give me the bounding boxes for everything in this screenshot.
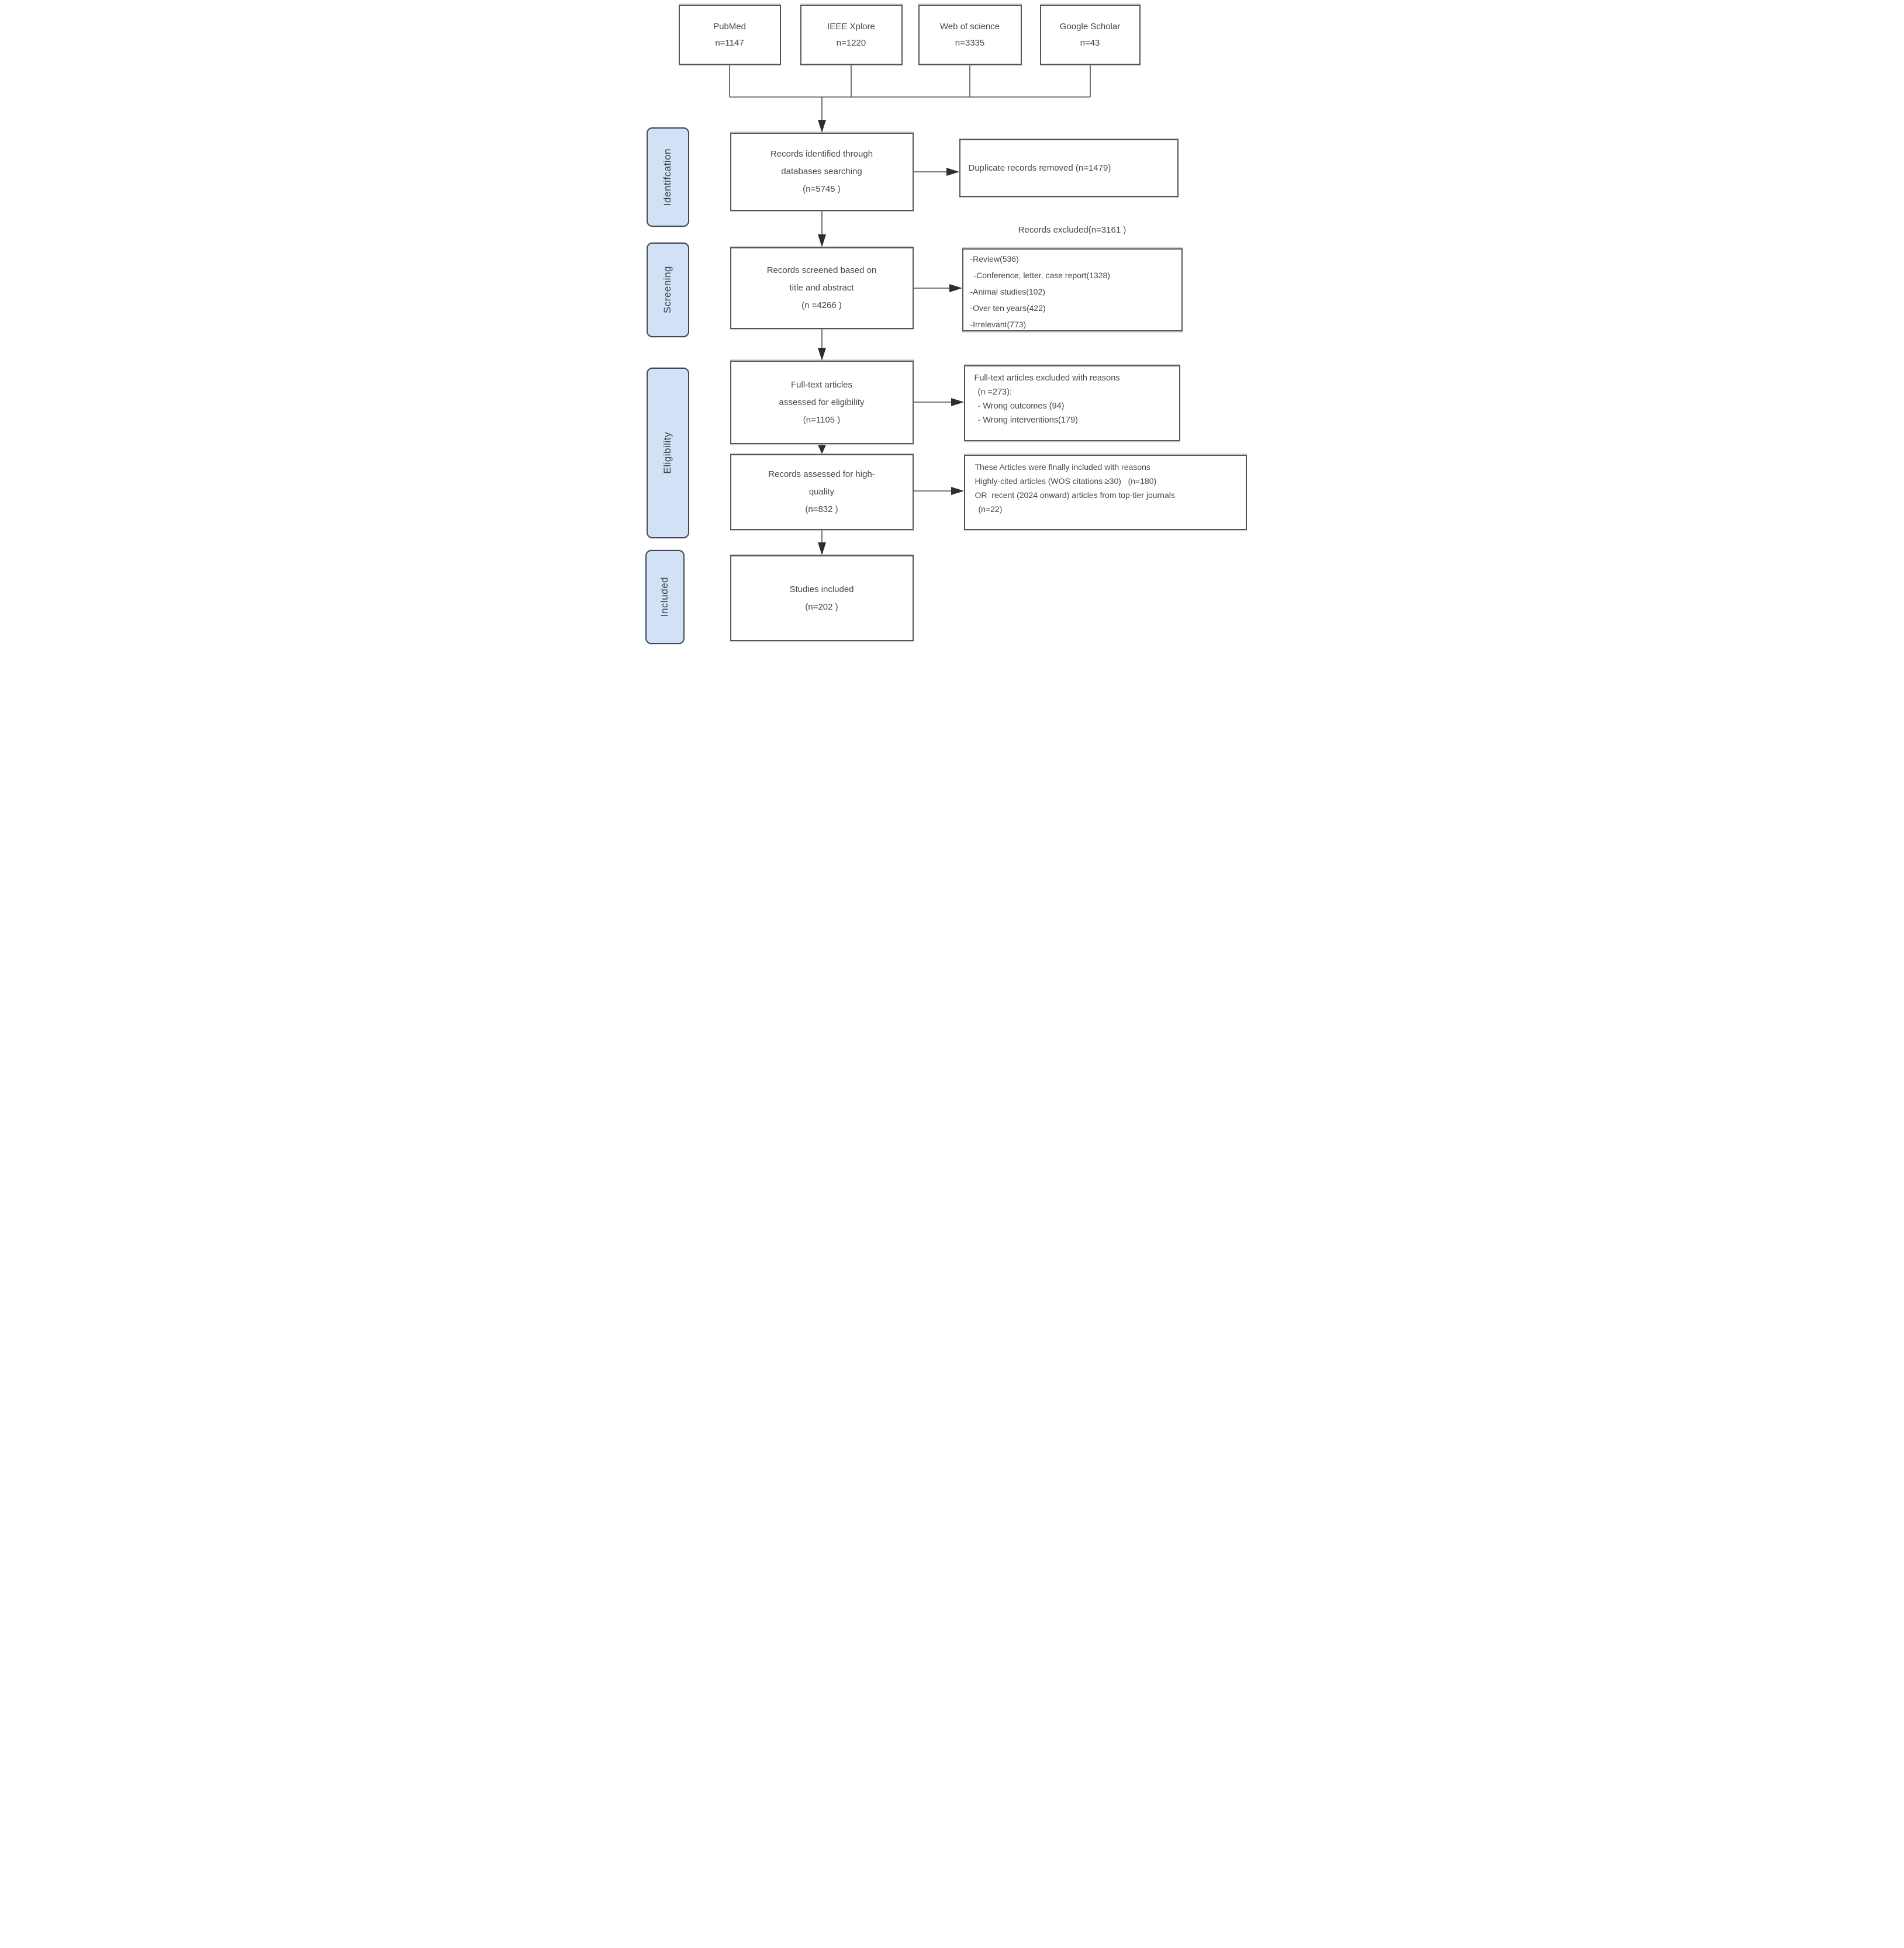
source-count: n=1147 [715,37,744,48]
flow-box-fulltext-assessed: Full-text articles assessed for eligibil… [730,361,914,444]
flow-box-line: (n=1105 ) [803,414,841,425]
source-count: n=3335 [955,37,985,48]
flow-box-records-screened: Records screened based on title and abst… [730,247,914,329]
flow-box-line: Records identified through [770,149,873,159]
stage-label-text: Eligibility [662,432,673,474]
flow-box-high-quality-assessed: Records assessed for high- quality (n=83… [730,454,914,530]
excluded-item: -Conference, letter, case report(1328) [973,271,1110,280]
flow-box-line: Records assessed for high- [768,469,875,479]
note-line: (n=22) [978,504,1003,514]
note-line: These Articles were finally included wit… [975,462,1150,472]
flow-box-line: (n =4266 ) [801,300,842,310]
note-line: (n =273): [977,387,1012,397]
source-name: PubMed [713,21,746,32]
note-line: OR recent (2024 onward) articles from to… [975,490,1175,500]
source-count: n=1220 [836,37,866,48]
flow-box-line: (n=5745 ) [803,184,841,194]
flow-box-line: title and abstract [789,283,854,293]
note-line: - Wrong outcomes (94) [977,402,1065,411]
flow-box-line: (n=202 ) [805,601,838,612]
stage-label-included: Included [645,550,685,644]
source-box-google-scholar: Google Scholar n=43 [1039,5,1141,65]
stage-label-text: Included [659,577,670,617]
excluded-item: -Over ten years(422) [970,303,1046,313]
stage-label-screening: Screening [646,243,689,337]
flow-box-line: (n=832 ) [805,504,838,514]
prisma-flow-diagram: PubMed n=1147 IEEE Xplore n=1220 Web of … [634,0,1270,649]
sources-merge-connector [728,65,1091,120]
note-line: - Wrong interventions(179) [977,416,1078,425]
source-box-pubmed: PubMed n=1147 [678,5,781,65]
stage-label-text: Identifcation [662,148,673,206]
stage-label-identification: Identifcation [646,127,689,227]
source-box-ieee-xplore: IEEE Xplore n=1220 [800,5,903,65]
source-name: IEEE Xplore [827,21,875,32]
note-box-fulltext-excluded: Full-text articles excluded with reasons… [963,365,1180,441]
stage-label-eligibility: Eligibility [646,368,689,538]
flow-box-studies-included: Studies included (n=202 ) [730,555,914,641]
stage-label-text: Screening [662,266,673,314]
note-line: Full-text articles excluded with reasons [974,373,1120,383]
note-box-finally-included: These Articles were finally included wit… [963,455,1247,530]
flow-box-line: databases searching [781,167,862,177]
source-name: Web of science [939,21,1000,32]
excluded-item: -Review(536) [970,254,1019,264]
flow-box-line: Studies included [789,584,854,594]
note-line: Duplicate records removed (n=1479) [968,162,1111,173]
flow-box-line: Full-text articles [790,379,853,390]
excluded-item: -Animal studies(102) [970,287,1045,296]
source-box-web-of-science: Web of science n=3335 [918,5,1022,65]
excluded-item: -Irrelevant(773) [970,320,1027,329]
flow-box-records-identified: Records identified through databases sea… [730,133,914,211]
note-line: Highly-cited articles (WOS citations ≥30… [975,476,1157,486]
note-box-records-excluded: -Review(536) -Conference, letter, case r… [962,248,1183,331]
source-name: Google Scholar [1059,21,1121,32]
source-count: n=43 [1080,37,1100,48]
flow-box-line: assessed for eligibility [779,397,865,407]
records-excluded-title: Records excluded(n=3161 ) [1018,225,1126,235]
flow-box-line: Records screened based on [766,265,877,275]
flow-box-line: quality [808,487,835,497]
note-box-duplicates-removed: Duplicate records removed (n=1479) [959,139,1179,197]
